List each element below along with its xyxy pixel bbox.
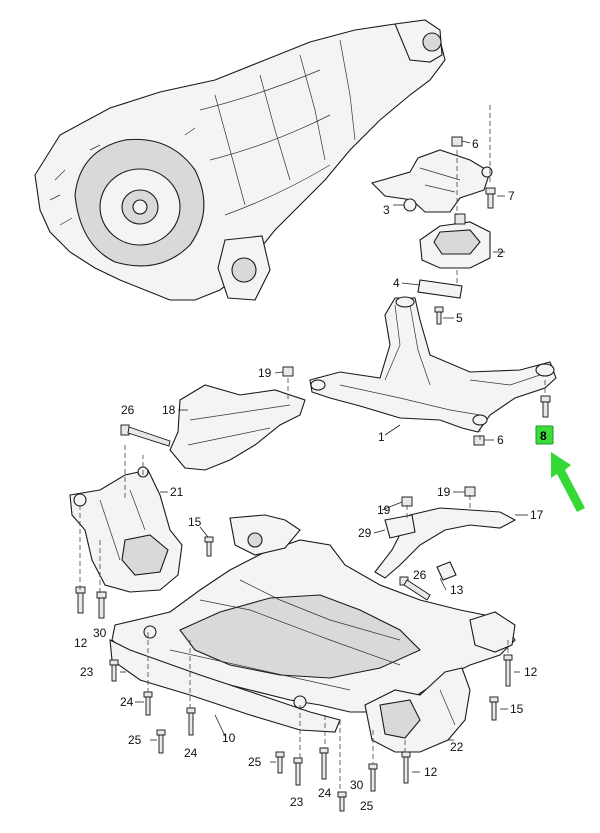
label-17: 17 [530, 508, 544, 522]
callout-label: 8 [540, 429, 547, 443]
mount-bolt-7 [485, 187, 496, 209]
highlight-arrow-icon [551, 452, 585, 512]
highlight-callout-8[interactable]: 8 [535, 425, 554, 445]
label-25-bottom: 25 [360, 799, 374, 813]
label-23-center: 23 [290, 795, 304, 809]
label-19-c: 19 [437, 485, 451, 499]
transmission-crossmember [309, 296, 557, 433]
right-mount-bracket-22 [364, 667, 471, 753]
underbody-guard-10 [109, 639, 341, 733]
label-10: 10 [222, 731, 236, 745]
part-labels: 6 7 3 2 4 5 6 1 19 18 26 21 15 19 19 17 … [74, 137, 544, 813]
heat-shield-clip-4 [417, 279, 463, 299]
label-29: 29 [358, 526, 372, 540]
fastener-bolts [75, 586, 513, 812]
bolt-15-left [204, 536, 214, 557]
callout-box[interactable] [535, 425, 554, 445]
clip-13 [436, 561, 457, 581]
label-5: 5 [456, 311, 463, 325]
bracket-29 [384, 514, 416, 539]
left-mount-bracket-21 [69, 466, 183, 593]
label-24-right: 24 [318, 786, 332, 800]
label-30-left: 30 [93, 626, 107, 640]
label-12-right: 12 [524, 665, 538, 679]
label-15-left: 15 [188, 515, 202, 529]
label-13: 13 [450, 583, 464, 597]
nut-19-shield [282, 366, 294, 377]
crossmember-bolt-8 [540, 395, 551, 418]
bolt-5 [434, 306, 444, 325]
label-22: 22 [450, 740, 464, 754]
label-23-left: 23 [80, 665, 94, 679]
label-7: 7 [508, 189, 515, 203]
leader-lines [79, 105, 546, 792]
label-19-a: 19 [258, 366, 272, 380]
label-19-b: 19 [377, 503, 391, 517]
transmission-mount-bracket [370, 149, 493, 213]
label-26-left: 26 [121, 403, 135, 417]
right-arm-bracket [469, 611, 516, 653]
label-6-top: 6 [472, 137, 479, 151]
label-4: 4 [393, 276, 400, 290]
center-bracket [229, 514, 301, 556]
heat-shield-18 [169, 384, 306, 471]
label-12-left: 12 [74, 636, 88, 650]
label-12-bottom: 12 [424, 765, 438, 779]
crossmember-nut-6 [473, 435, 485, 446]
label-24-left: 24 [120, 695, 134, 709]
label-6-bottom: 6 [497, 433, 504, 447]
label-2: 2 [497, 246, 504, 260]
transmission-mount-2 [419, 213, 491, 269]
bolt-26-left [120, 424, 171, 447]
label-30-right: 30 [350, 778, 364, 792]
label-1: 1 [378, 430, 385, 444]
transmission [34, 19, 446, 301]
label-18: 18 [162, 403, 176, 417]
label-25-left: 25 [128, 733, 142, 747]
label-3: 3 [383, 203, 390, 217]
label-26-right: 26 [413, 568, 427, 582]
mount-nut-6-top [451, 136, 463, 147]
bolt-26-right [399, 576, 431, 601]
label-25-center: 25 [248, 755, 262, 769]
label-15-right: 15 [510, 702, 524, 716]
label-21: 21 [170, 485, 184, 499]
label-24-mid: 24 [184, 746, 198, 760]
